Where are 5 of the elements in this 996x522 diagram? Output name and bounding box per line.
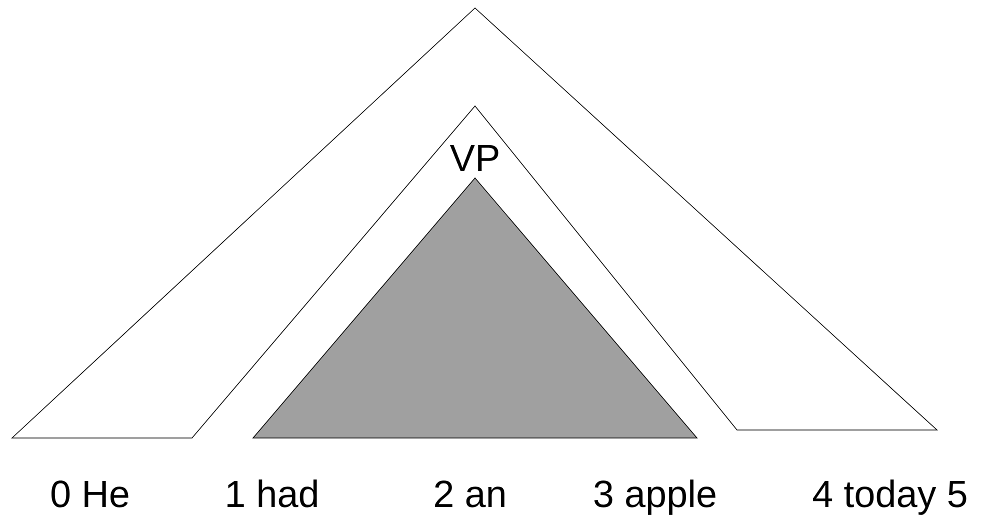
word-label: 3 apple bbox=[594, 480, 716, 515]
word-label: 4 today 5 bbox=[813, 480, 966, 515]
word-label: 2 an bbox=[435, 480, 504, 508]
word-label: 0 He bbox=[52, 480, 128, 508]
word-label: 1 had bbox=[228, 480, 317, 508]
